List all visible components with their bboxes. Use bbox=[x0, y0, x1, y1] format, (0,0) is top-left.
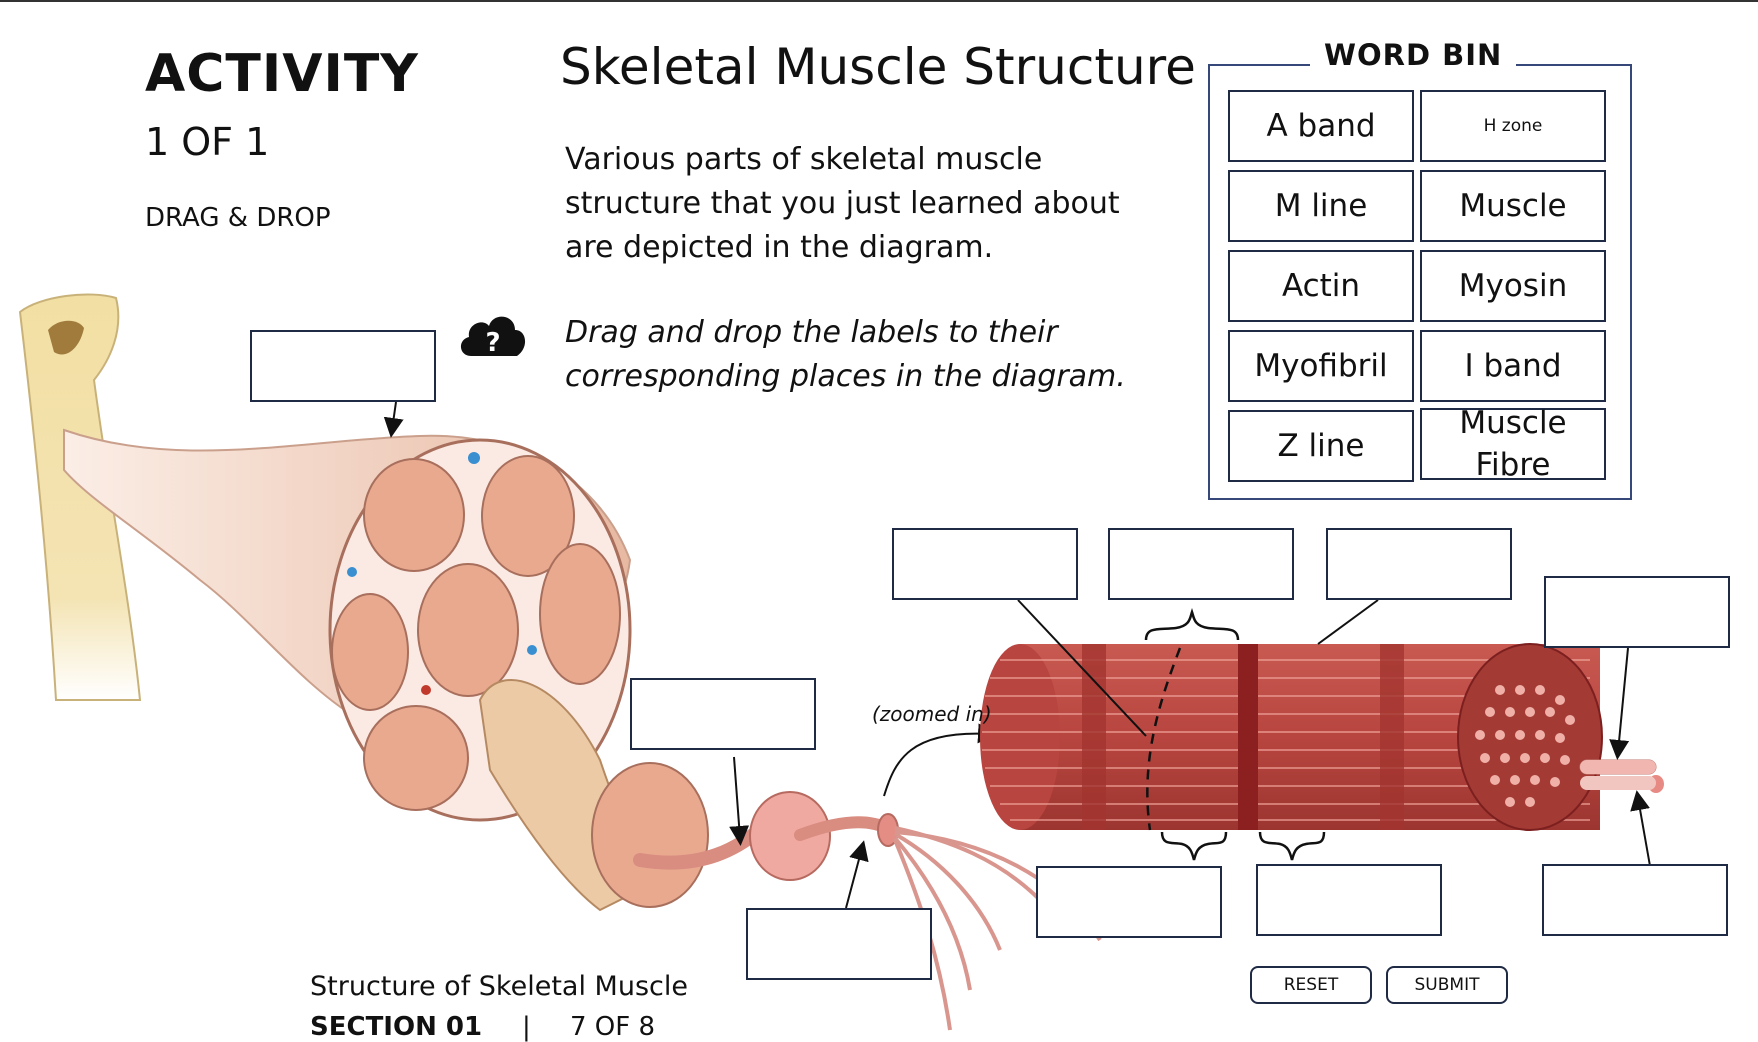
label-chip-h-zone[interactable]: H zone bbox=[1420, 90, 1606, 162]
svg-text:?: ? bbox=[485, 328, 500, 358]
drop-zone-top-3[interactable] bbox=[1326, 528, 1512, 600]
label-chip-a-band[interactable]: A band bbox=[1228, 90, 1414, 162]
label-chip-muscle[interactable]: Muscle bbox=[1420, 170, 1606, 242]
submit-button[interactable]: SUBMIT bbox=[1386, 966, 1508, 1004]
page-title: Skeletal Muscle Structure bbox=[560, 38, 1196, 96]
label-chip-actin[interactable]: Actin bbox=[1228, 250, 1414, 322]
activity-count: 1 OF 1 bbox=[145, 120, 270, 164]
instructions-text: Various parts of skeletal muscle structu… bbox=[565, 142, 1120, 265]
drop-zone-top-2[interactable] bbox=[1108, 528, 1294, 600]
footer-section: SECTION 01 bbox=[310, 1012, 483, 1042]
activity-mode: DRAG & DROP bbox=[145, 203, 331, 233]
drop-zone-muscle[interactable] bbox=[250, 330, 436, 402]
zoomed-in-label: (zoomed in) bbox=[872, 702, 992, 726]
label-chip-i-band[interactable]: I band bbox=[1420, 330, 1606, 402]
label-chip-myosin[interactable]: Myosin bbox=[1420, 250, 1606, 322]
label-chip-myofibril[interactable]: Myofibril bbox=[1228, 330, 1414, 402]
footer-separator: | bbox=[522, 1012, 531, 1042]
drop-zone-bottom-right[interactable] bbox=[1542, 864, 1728, 936]
drop-zone-muscle-fibre[interactable] bbox=[746, 908, 932, 980]
footer-page: 7 OF 8 bbox=[570, 1012, 656, 1042]
footer-title: Structure of Skeletal Muscle bbox=[310, 971, 688, 1002]
label-chip-muscle-fibre[interactable]: Muscle Fibre bbox=[1420, 405, 1606, 483]
reset-button[interactable]: RESET bbox=[1250, 966, 1372, 1004]
drop-zone-bottom-2[interactable] bbox=[1256, 864, 1442, 936]
bone-shape bbox=[18, 293, 142, 701]
myofibril-cylinder bbox=[980, 643, 1664, 831]
drop-zone-bottom-1[interactable] bbox=[1036, 866, 1222, 938]
top-border bbox=[0, 0, 1758, 2]
drop-zone-top-right[interactable] bbox=[1544, 576, 1730, 648]
fascicle-bundle bbox=[478, 679, 1102, 1031]
cloud-question-icon[interactable]: ? bbox=[455, 306, 531, 364]
label-chip-m-line[interactable]: M line bbox=[1228, 170, 1414, 242]
drag-instruction-text: Drag and drop the labels to their corres… bbox=[565, 315, 1126, 394]
drop-zone-fascicle[interactable] bbox=[630, 678, 816, 750]
drop-zone-top-1[interactable] bbox=[892, 528, 1078, 600]
word-bin-title: WORD BIN bbox=[1310, 38, 1517, 72]
activity-heading: ACTIVITY bbox=[145, 44, 419, 104]
label-chip-z-line[interactable]: Z line bbox=[1228, 410, 1414, 482]
